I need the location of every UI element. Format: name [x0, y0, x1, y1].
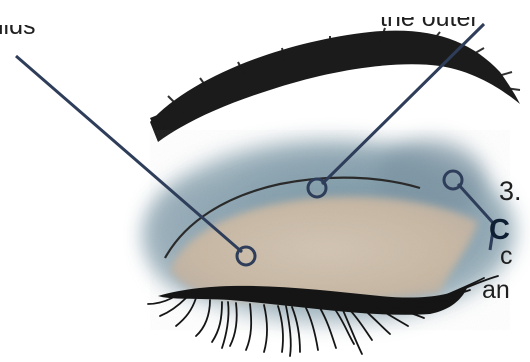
label-step-number: 3. — [499, 178, 522, 205]
label-step-text-line-2: an — [482, 278, 510, 303]
label-step-text-line-1: c — [500, 244, 513, 269]
label-step-title-fragment: C — [489, 216, 510, 245]
